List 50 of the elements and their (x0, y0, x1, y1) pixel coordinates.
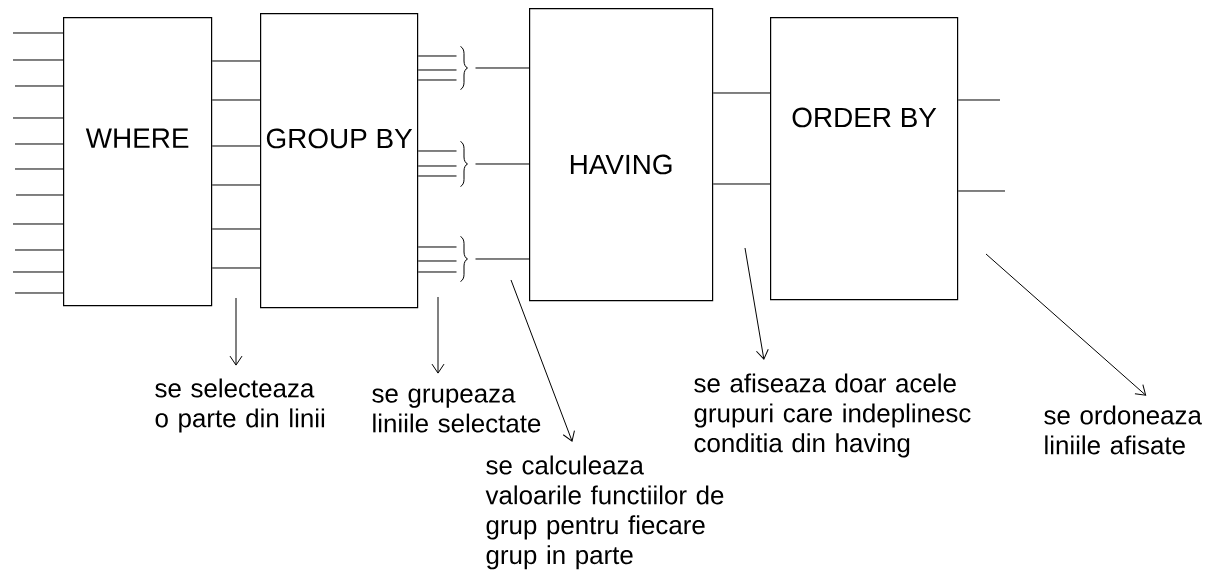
line (417, 150, 457, 152)
line (417, 69, 457, 71)
line (957, 99, 1001, 101)
line (417, 79, 457, 81)
annotation-text: se selecteaza o parte din linii (155, 378, 325, 433)
line (14, 85, 64, 87)
line (12, 59, 64, 61)
curly-brace (460, 236, 468, 282)
line (417, 246, 457, 248)
line (12, 32, 64, 34)
line (417, 271, 457, 273)
line (712, 92, 771, 94)
line (211, 267, 261, 269)
line (14, 292, 64, 294)
line (475, 258, 530, 260)
process-box: ORDER BY (770, 17, 959, 301)
line (14, 168, 64, 170)
annotation-text: se grupeaza liniile selectate (372, 388, 541, 433)
annotation-text: se calculeaza valoarile functiilor de grup pentru fiecare grup in parte (485, 455, 724, 570)
line (12, 223, 64, 225)
line (14, 143, 64, 145)
line (417, 165, 457, 167)
curly-brace (460, 141, 468, 187)
annotation-text: se ordoneaza liniile afisate (1044, 405, 1202, 455)
line (211, 145, 261, 147)
annotation-text: se afiseaza doar acele grupuri care indeplinesc conditia din having (694, 373, 971, 458)
line (417, 175, 457, 177)
line (211, 228, 261, 230)
line (12, 117, 64, 119)
process-box: GROUP BY (260, 13, 419, 309)
line (475, 67, 530, 69)
line (417, 55, 457, 57)
line (14, 249, 64, 251)
line (475, 163, 530, 165)
arrow (510, 279, 575, 442)
process-box: HAVING (529, 8, 714, 302)
arrow (985, 253, 1147, 396)
arrow (229, 297, 243, 366)
line (12, 271, 64, 273)
line (712, 183, 771, 185)
line (15, 194, 64, 196)
curly-brace (460, 46, 468, 90)
arrow (744, 247, 769, 360)
line (211, 184, 261, 186)
arrow (431, 296, 445, 374)
line (211, 60, 261, 62)
line (417, 260, 457, 262)
line (211, 99, 261, 101)
line (957, 190, 1006, 192)
process-box: WHERE (63, 17, 213, 307)
